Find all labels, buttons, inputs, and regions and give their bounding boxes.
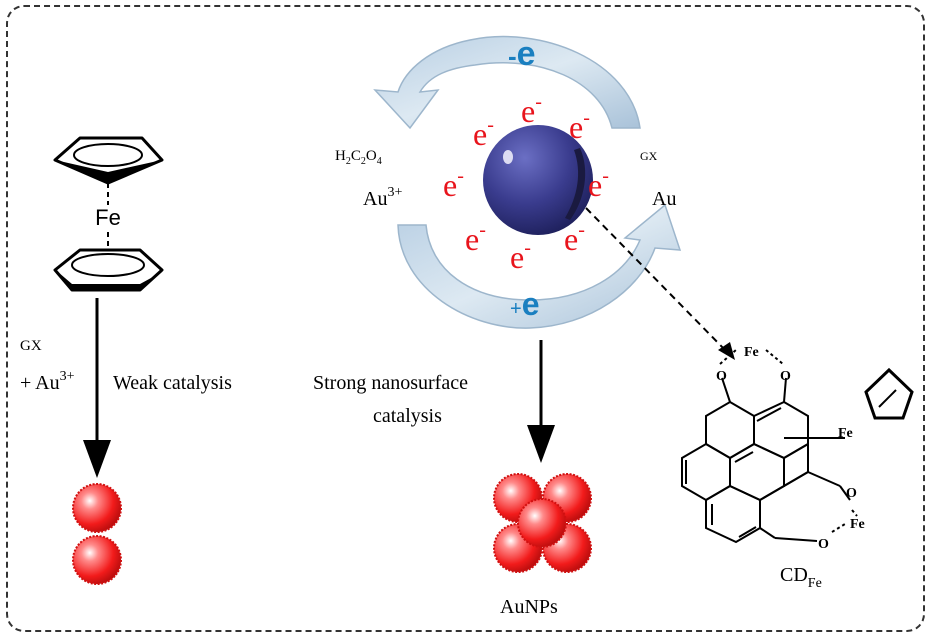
au3-ion-label: Au3+ — [363, 185, 402, 210]
electron: e- — [510, 237, 531, 275]
left-gold-particles — [72, 483, 122, 585]
electron-gain-label: +e — [510, 286, 539, 322]
cdfe-o-1: O — [716, 369, 727, 384]
oxalic-acid-label: H2C2O4 — [335, 148, 382, 167]
sphere-shadow — [565, 148, 586, 220]
center-reaction-arrowhead — [527, 425, 555, 463]
ferrocene-fe-label: Fe — [95, 205, 121, 230]
cdfe-structure — [681, 349, 914, 544]
left-au3-label: + Au3+ — [20, 369, 75, 394]
electron: e- — [588, 165, 609, 203]
cdfe-o-2: O — [780, 369, 791, 384]
strong-catalysis-line1: Strong nanosurface — [313, 372, 468, 394]
cdfe-fe-bottom: Fe — [850, 517, 865, 532]
lower-cycle-arrow — [397, 203, 682, 329]
electron: e- — [564, 219, 585, 257]
cdfe-atom-labels: Fe O O Fe O Fe O — [716, 345, 865, 552]
cdfe-fe-top: Fe — [744, 345, 759, 360]
cdfe-label: CDFe — [780, 564, 822, 591]
center-gx-label: GX — [640, 149, 658, 163]
electron: e- — [521, 91, 542, 129]
sphere-highlight — [503, 150, 513, 164]
au-metal-label: Au — [652, 188, 676, 210]
aunps-label: AuNPs — [500, 596, 558, 618]
dashed-pointer-arrowhead — [718, 342, 735, 360]
ferrocene-structure: Fe — [53, 136, 164, 292]
electron-loss-label: -e — [508, 35, 536, 73]
left-gx-label: GX — [20, 338, 42, 354]
electron: e- — [569, 107, 590, 145]
cdfe-o-4: O — [818, 537, 829, 552]
electron-cloud: e- e- e- e- e- e- e- e- — [443, 91, 609, 275]
left-reaction-arrowhead — [83, 440, 111, 478]
strong-catalysis-line2: catalysis — [373, 405, 442, 427]
cdfe-fe-mid: Fe — [838, 426, 853, 441]
weak-catalysis-label: Weak catalysis — [113, 372, 232, 394]
electron: e- — [465, 219, 486, 257]
aunps-cluster — [493, 473, 592, 573]
electron: e- — [473, 114, 494, 152]
electron: e- — [443, 165, 464, 203]
cdfe-o-3: O — [846, 486, 857, 501]
dashed-pointer-arrow — [585, 207, 728, 353]
dashed-frame — [6, 5, 925, 632]
upper-cycle-arrow — [373, 35, 641, 130]
